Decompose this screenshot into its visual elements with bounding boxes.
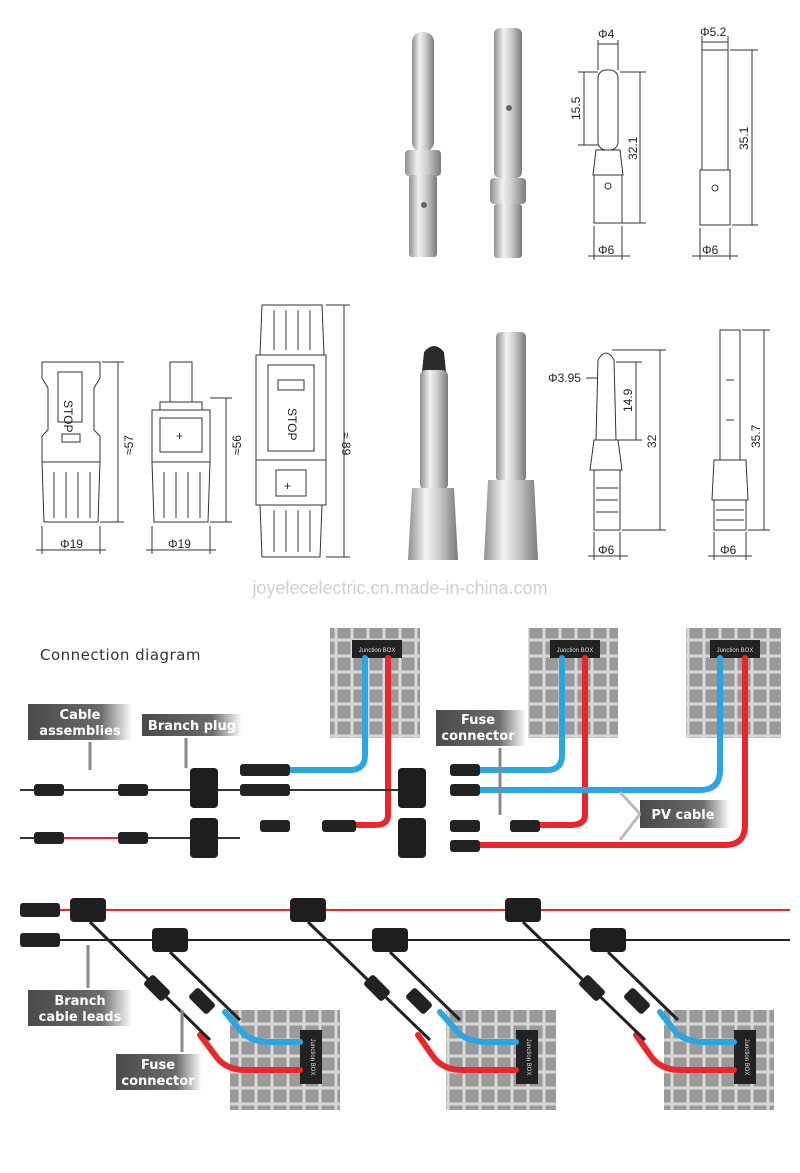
junction-box-5: Junction BOX [516, 1030, 538, 1084]
svg-text:Junction BOX: Junction BOX [557, 648, 594, 654]
conn1-stop: STOP [61, 400, 75, 432]
label-fuse-connector-top: Fuse connector [436, 710, 526, 815]
connector-drawing-2 [146, 361, 232, 554]
pin-photo-crimp-male [408, 346, 458, 560]
svg-text:cable leads: cable leads [39, 1010, 122, 1025]
dim-pin1-top: Φ4 [598, 27, 615, 41]
dim-pin1-bottom: Φ6 [598, 243, 615, 257]
cable-assemblies-top [20, 764, 540, 858]
junction-box-6: Junction BOX [734, 1030, 756, 1084]
svg-text:Junction BOX: Junction BOX [717, 648, 754, 654]
dim-pin3-bottom: Φ6 [598, 543, 615, 557]
pin-drawing-3 [586, 349, 666, 560]
cables-bottom [197, 1009, 737, 1073]
junction-box-4: Junction BOX [300, 1030, 322, 1084]
connector-drawing-3 [255, 304, 350, 558]
dim-pin2-top: Φ5.2 [700, 25, 727, 39]
junction-box-3: Junction BOX [710, 640, 760, 658]
pin-drawing-1 [578, 40, 646, 260]
dim-pin4-len: 35.7 [749, 424, 763, 448]
svg-text:Cable: Cable [60, 708, 101, 723]
svg-text:Fuse: Fuse [461, 713, 495, 728]
label-pv-cable: PV cable [618, 790, 730, 841]
label-branch-cable-leads: Branch cable leads [28, 945, 132, 1026]
dim-pin3-len-a: 14.9 [621, 388, 635, 412]
label-branch-plug: Branch plug [142, 714, 242, 768]
svg-text:Junction BOX: Junction BOX [525, 1039, 531, 1076]
pin-drawing-2 [692, 36, 758, 260]
pin-drawing-4 [708, 329, 770, 560]
svg-text:Junction BOX: Junction BOX [309, 1039, 315, 1076]
solar-panel-5 [446, 1010, 556, 1110]
svg-text:assemblies: assemblies [39, 724, 121, 739]
dim-pin1-len-a: 15.5 [569, 96, 583, 120]
dim-pin3-len-b: 32 [645, 434, 659, 448]
connector-drawing-1 [36, 361, 124, 554]
watermark-text: joyelecelectric.cn.made-in-china.com [251, 578, 547, 598]
dim-pin4-bottom: Φ6 [720, 543, 737, 557]
conn2-plus: + [176, 429, 183, 443]
trunk-cables-bottom [20, 898, 790, 1042]
solar-panel-6 [664, 1010, 774, 1110]
dim-conn2-dia: Φ19 [168, 537, 191, 551]
dim-pin2-len: 35.1 [737, 126, 751, 150]
svg-text:Branch: Branch [54, 994, 105, 1009]
dim-conn1-dia: Φ19 [60, 537, 83, 551]
dim-pin2-bottom: Φ6 [702, 243, 719, 257]
label-cable-assemblies: Cable assemblies [28, 704, 132, 770]
diagram-title: Connection diagram [40, 646, 201, 664]
svg-text:Junction BOX: Junction BOX [743, 1039, 749, 1076]
cables-top [287, 655, 748, 848]
label-fuse-connector-bottom: Fuse connector [116, 1010, 202, 1090]
svg-text:Junction BOX: Junction BOX [359, 648, 396, 654]
dim-conn1-len: ≈57 [122, 435, 136, 455]
dim-conn2-len: ≈56 [230, 435, 244, 455]
pin-photo-crimp-female [484, 332, 538, 560]
dim-pin1-len-b: 32.1 [626, 136, 640, 160]
pin-photo-female [490, 28, 526, 258]
dim-conn3-len: ≈ 89 [339, 432, 353, 456]
svg-text:connector: connector [441, 729, 515, 744]
svg-text:Branch plug: Branch plug [148, 719, 236, 734]
pin-photo-male [405, 32, 441, 257]
junction-box-1: Junction BOX [352, 640, 402, 658]
svg-text:PV cable: PV cable [651, 808, 714, 823]
conn3-stop: STOP [285, 408, 299, 440]
svg-text:connector: connector [121, 1074, 195, 1089]
dim-pin3-top: Φ3.95 [548, 371, 581, 385]
junction-box-2: Junction BOX [550, 640, 600, 658]
conn3-plus: + [284, 479, 291, 493]
solar-panel-4 [230, 1010, 340, 1110]
svg-text:Fuse: Fuse [141, 1058, 175, 1073]
